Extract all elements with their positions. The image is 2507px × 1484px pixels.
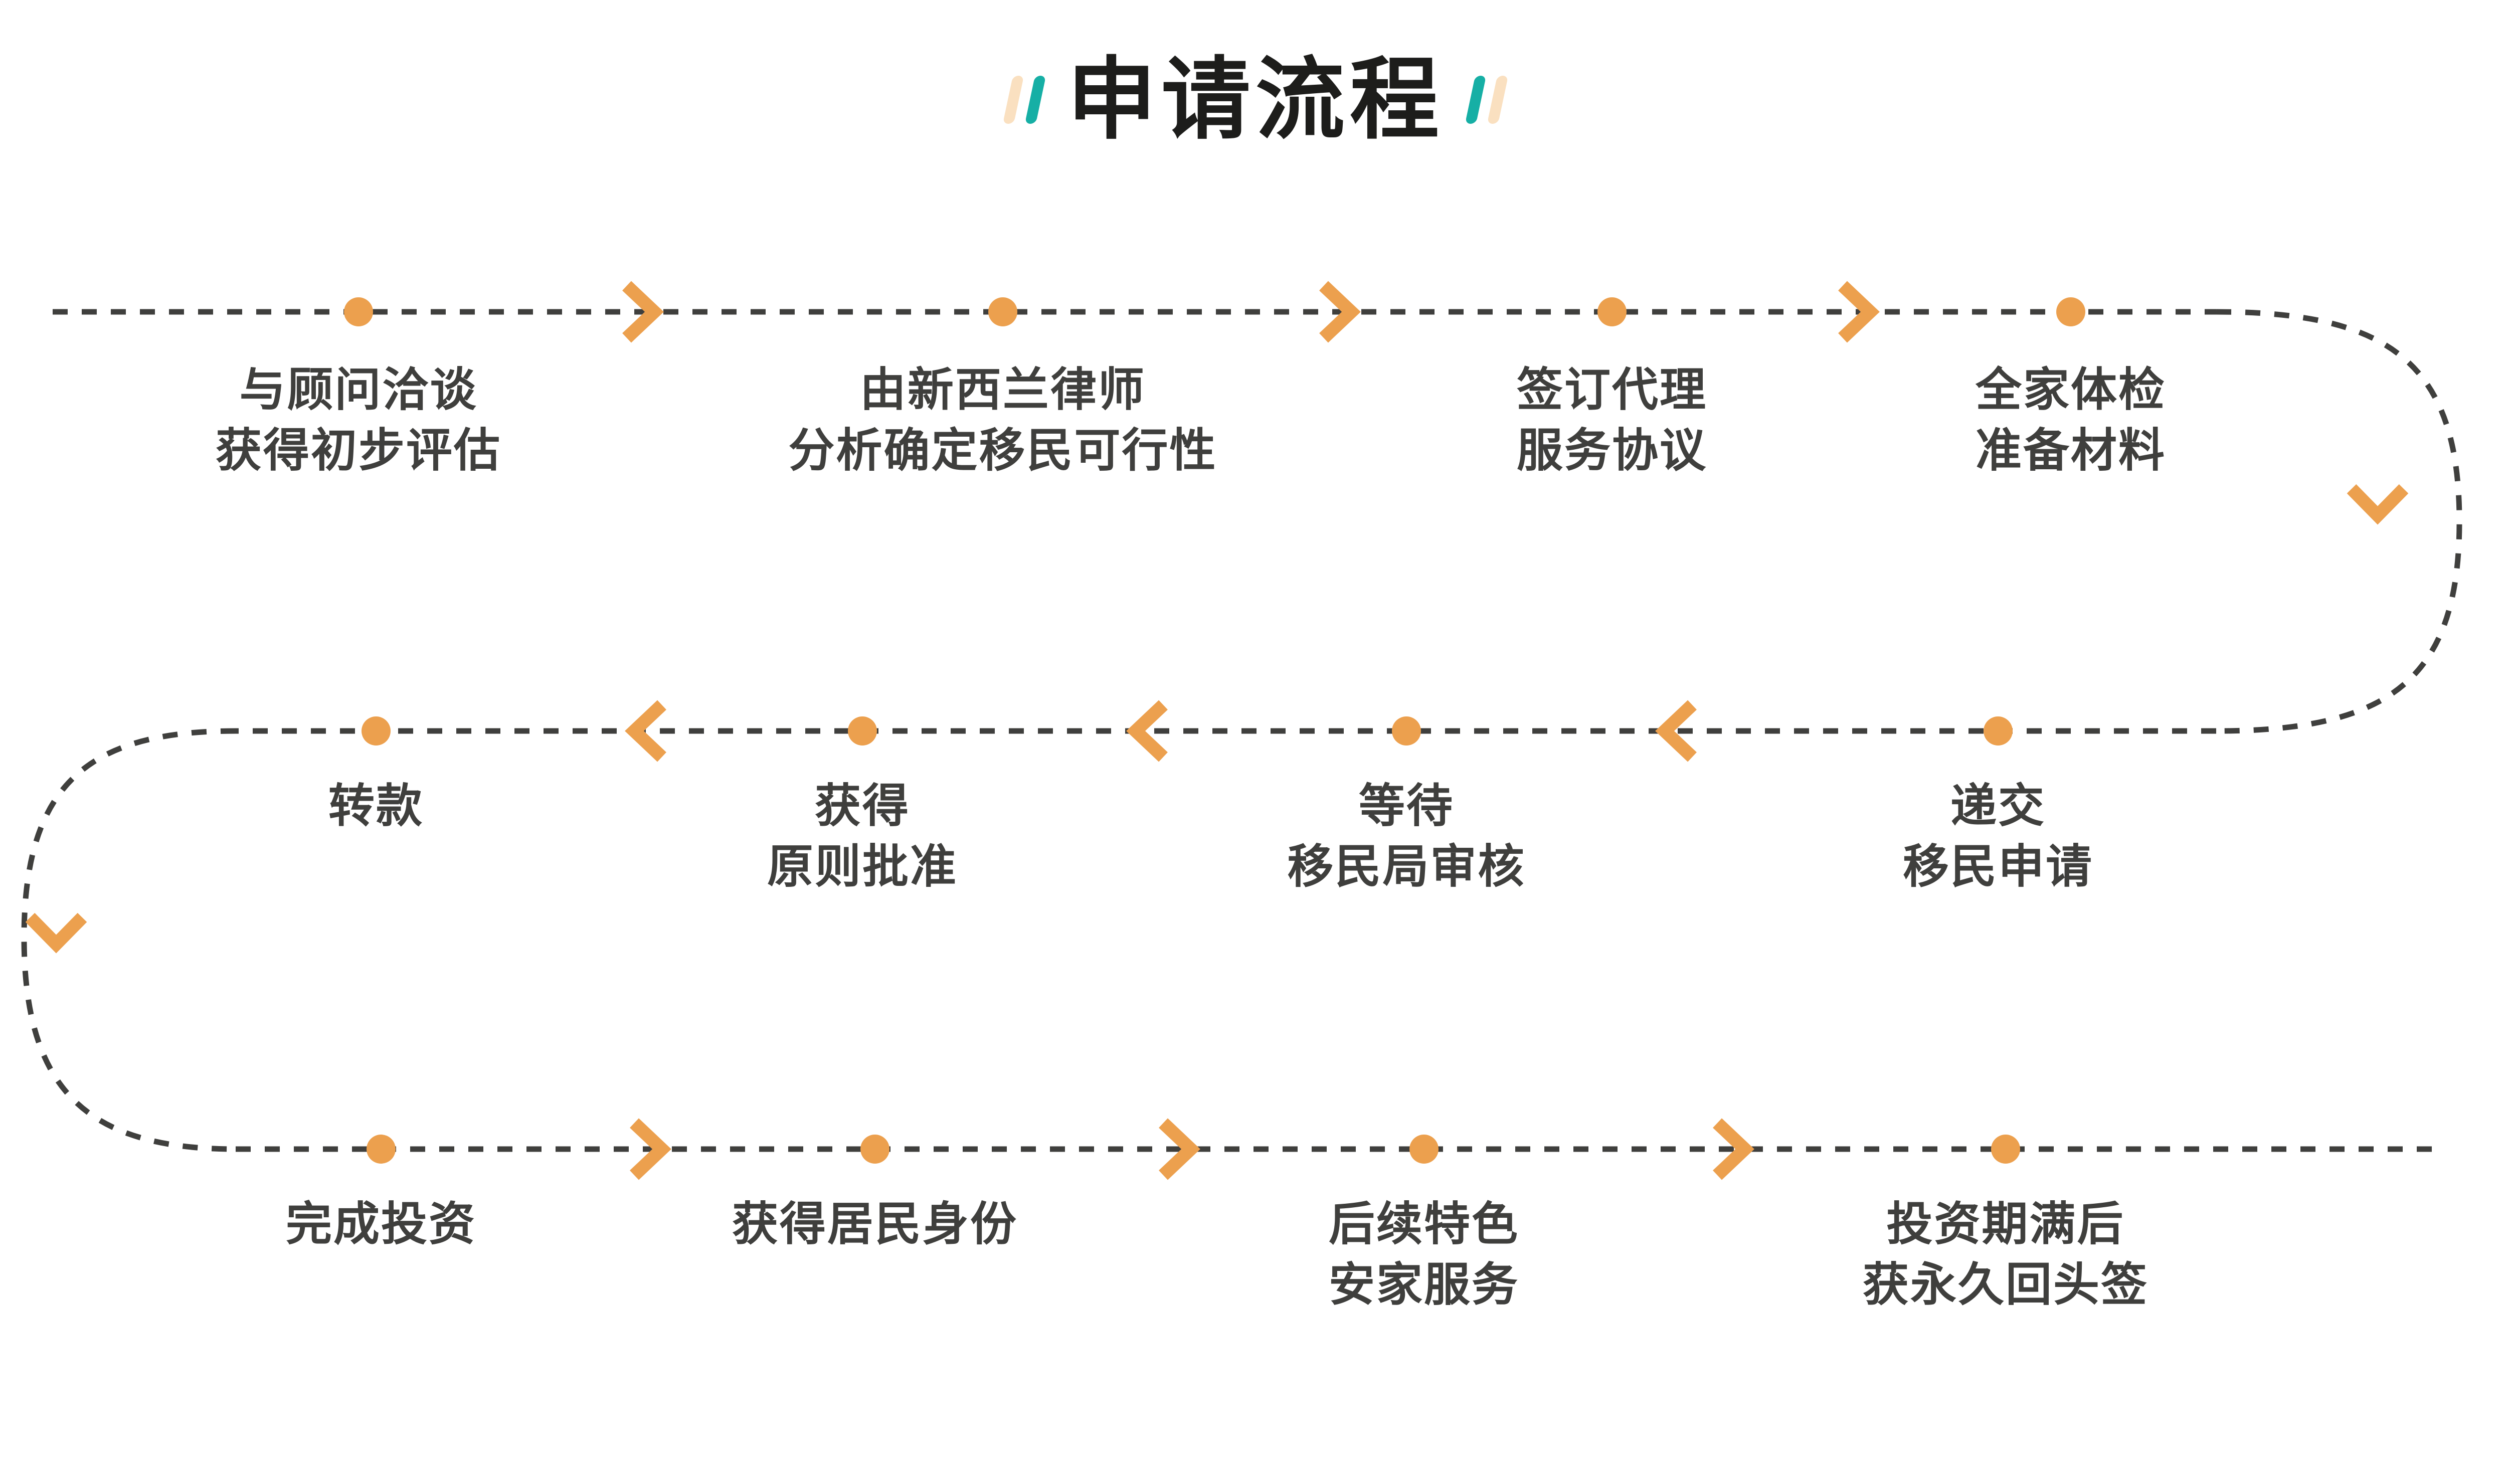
step-dot-2[interactable] — [988, 297, 1017, 326]
page-title-block: 申请流程 — [0, 55, 2507, 144]
step-9-line2: 完成投资 — [285, 1199, 477, 1250]
step-3-line2: 服务协议 — [1516, 425, 1708, 477]
deco-bar-teal-left — [1024, 76, 1046, 124]
step-1-line1: 与顾问洽谈 — [239, 364, 478, 416]
step-4-line2: 准备材料 — [1975, 425, 2167, 477]
deco-bar-peach-left — [1002, 76, 1024, 124]
step-label-6[interactable]: 等待 移民局审核 — [1287, 776, 1525, 898]
arrow-right-r1-3 — [1838, 281, 1880, 343]
step-11-line2: 安家服务 — [1328, 1259, 1520, 1311]
arrow-left-r2-3 — [625, 700, 666, 762]
arrow-right-r3-2 — [1159, 1118, 1200, 1180]
step-dot-11[interactable] — [1409, 1135, 1439, 1164]
step-dot-1[interactable] — [344, 297, 373, 326]
step-7-line1: 获得 — [814, 781, 911, 832]
step-10-line2: 获得居民身份 — [732, 1199, 1018, 1250]
step-6-line2: 移民局审核 — [1287, 841, 1526, 893]
step-1-line2: 获得初步评估 — [215, 425, 502, 477]
step-dot-4[interactable] — [2056, 297, 2085, 326]
step-label-10[interactable]: 获得居民身份 — [732, 1194, 1018, 1255]
step-dot-5[interactable] — [1984, 716, 2013, 746]
step-2-line2: 分析确定移民可行性 — [788, 425, 1217, 477]
title-decoration-right — [1465, 76, 1509, 124]
step-label-5[interactable]: 递交 移民申请 — [1903, 776, 2093, 898]
step-label-3[interactable]: 签订代理 服务协议 — [1517, 360, 1707, 482]
arrow-right-r3-1 — [630, 1118, 671, 1180]
page-title: 申请流程 — [1067, 50, 1444, 149]
step-3-line1: 签订代理 — [1516, 364, 1708, 416]
step-5-line1: 递交 — [1950, 781, 2046, 832]
step-dot-6[interactable] — [1392, 716, 1421, 746]
step-dot-3[interactable] — [1597, 297, 1627, 326]
step-5-line2: 移民申请 — [1902, 841, 2094, 893]
step-dot-12[interactable] — [1991, 1135, 2020, 1164]
step-11-line1: 后续特色 — [1328, 1199, 1520, 1250]
flow-dashed-turn-right — [2216, 309, 2462, 734]
arrow-left-r2-1 — [1655, 700, 1697, 762]
step-4-line1: 全家体检 — [1975, 364, 2167, 416]
step-label-7[interactable]: 获得 原则批准 — [767, 776, 958, 898]
step-label-11[interactable]: 后续特色 安家服务 — [1329, 1194, 1519, 1316]
step-8-line2: 转款 — [328, 781, 424, 832]
title-decoration-left — [1002, 76, 1046, 124]
step-dot-9[interactable] — [367, 1135, 396, 1164]
deco-bar-teal-right — [1465, 76, 1487, 124]
arrow-down-left-turn — [25, 912, 87, 954]
step-6-line1: 等待 — [1358, 781, 1455, 832]
step-dot-10[interactable] — [860, 1135, 889, 1164]
arrow-down-right-turn — [2347, 484, 2409, 525]
flow-dashed-turn-left — [21, 728, 236, 1152]
step-2-line1: 由新西兰律师 — [859, 364, 1146, 416]
step-12-line2: 获永久回头签 — [1862, 1259, 2149, 1311]
step-label-1[interactable]: 与顾问洽谈 获得初步评估 — [216, 360, 501, 482]
step-label-12[interactable]: 投资期满后 获永久回头签 — [1863, 1194, 2148, 1316]
step-dot-8[interactable] — [362, 716, 391, 746]
arrow-left-r2-2 — [1126, 700, 1168, 762]
step-12-line1: 投资期满后 — [1886, 1199, 2125, 1250]
step-label-4[interactable]: 全家体检 准备材料 — [1976, 360, 2166, 482]
step-7-line2: 原则批准 — [767, 841, 958, 893]
deco-bar-peach-right — [1487, 76, 1509, 124]
step-dot-7[interactable] — [848, 716, 877, 746]
step-label-2[interactable]: 由新西兰律师 分析确定移民可行性 — [788, 360, 1217, 482]
arrow-right-r3-3 — [1713, 1118, 1754, 1180]
step-label-8[interactable]: 转款 — [328, 776, 424, 837]
arrow-right-r1-2 — [1319, 281, 1361, 343]
step-label-9[interactable]: 完成投资 — [286, 1194, 476, 1255]
arrow-right-r1-1 — [622, 281, 664, 343]
